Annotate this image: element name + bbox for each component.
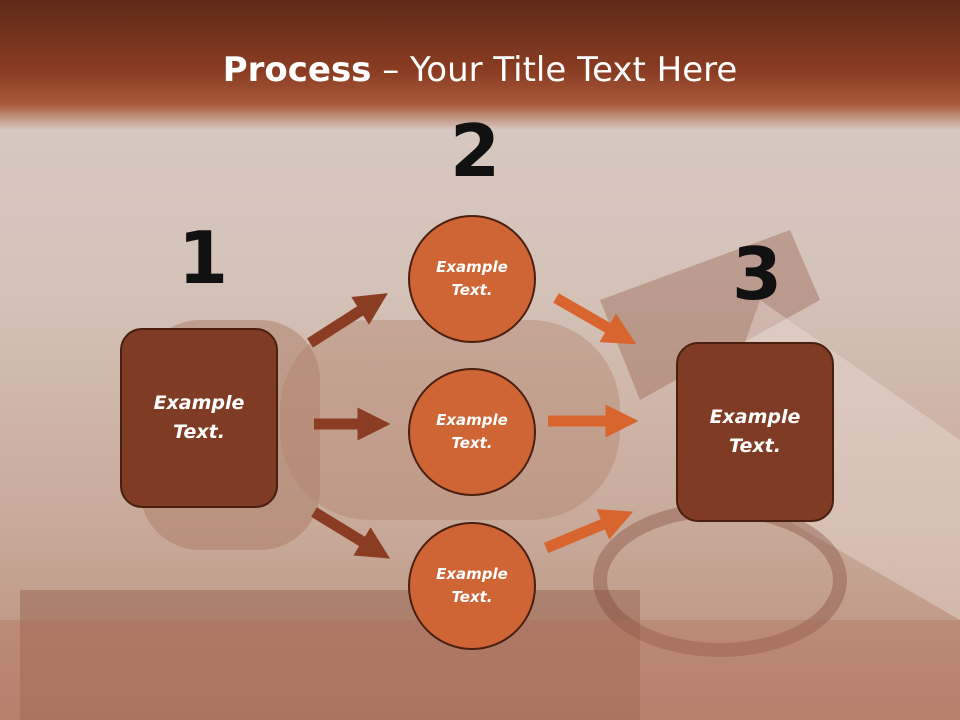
step2-circle-middle: Example Text. — [408, 368, 536, 496]
arrow-top-to-3 — [553, 293, 637, 345]
arrow-1-to-top — [307, 293, 388, 348]
title-band — [0, 0, 960, 130]
step-number-2: 2 — [450, 109, 501, 193]
slide-title: Process – Your Title Text Here — [0, 50, 960, 90]
step2-circle-bottom: Example Text. — [408, 522, 536, 650]
step3-box: Example Text. — [676, 342, 834, 522]
title-rest: – Your Title Text Here — [371, 50, 738, 90]
step2-circle-top: Example Text. — [408, 215, 536, 343]
step1-box: Example Text. — [120, 328, 278, 508]
arrow-bottom-to-3 — [543, 509, 634, 554]
step-number-3: 3 — [732, 232, 783, 316]
title-bold: Process — [222, 50, 372, 90]
arrow-1-to-bottom — [311, 507, 391, 559]
step-number-1: 1 — [178, 216, 229, 300]
